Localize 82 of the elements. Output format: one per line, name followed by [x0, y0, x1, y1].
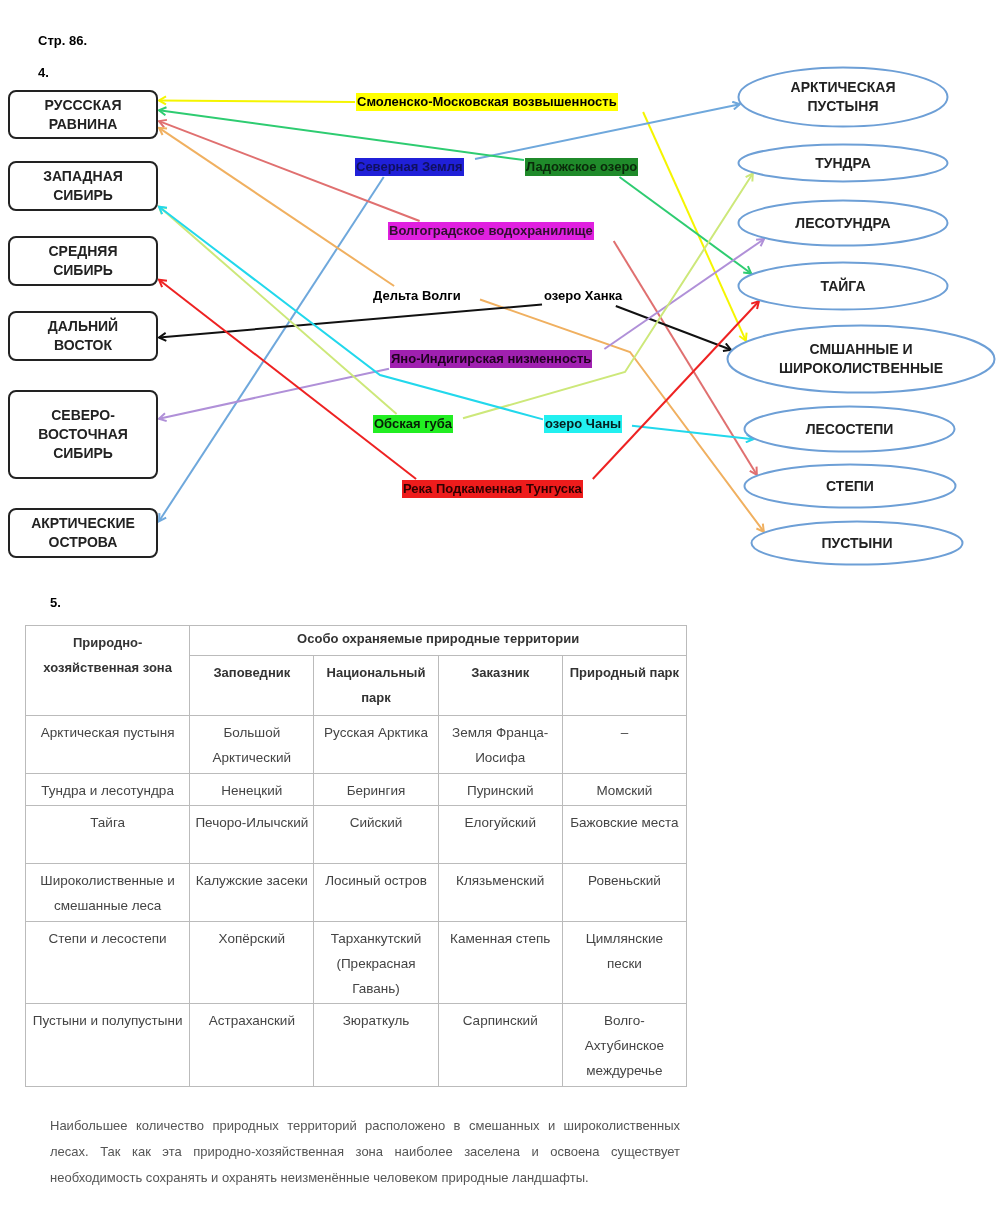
answer-paragraph: Наибольшее количество природных территорий расположено в смешанных и широколиственных лесах. Так как эта природно-хозяйственная зона наиболее заселена и освоена существует необходимость сохранять и охранять неизменённые человеком природные ландшафты.	[50, 1117, 680, 1187]
table-cell: Калужские засеки	[189, 863, 314, 922]
table-cell: Берингия	[313, 773, 439, 806]
connector-arrow	[158, 303, 543, 342]
table-cell: Широколиственные и смешанные леса	[25, 863, 190, 922]
table-cell: Бажовские места	[562, 805, 687, 864]
region-box: СРЕДНЯЯ СИБИРЬ	[8, 236, 158, 286]
table-cell: Цимлянские пески	[562, 921, 687, 1004]
table-cell: Степи и лесостепи	[25, 921, 190, 1004]
table-cell: Арктическая пустыня	[25, 715, 190, 774]
connector-arrow	[474, 100, 741, 160]
table-header-cell: Национальный парк	[313, 655, 439, 716]
region-box: ДАЛЬНИЙ ВОСТОК	[8, 311, 158, 361]
table-header-cell: Природно-хозяйственная зона	[25, 625, 190, 716]
table-cell: Пустыни и полупустыни	[25, 1003, 190, 1087]
table-cell: Земля Франца-Иосифа	[438, 715, 563, 774]
table-cell: Тайга	[25, 805, 190, 864]
place-label: Река Подкаменная Тунгуска	[402, 480, 583, 498]
table-cell: Лосиный остров	[313, 863, 439, 922]
place-label: Волгоградское водохранилище	[388, 222, 594, 240]
table-cell: Ровеньский	[562, 863, 687, 922]
table-header-cell: Заповедник	[189, 655, 314, 716]
connector-arrow	[642, 111, 748, 342]
place-label: Северная Земля	[355, 158, 464, 176]
zone-ellipse: СМШАННЫЕ И ШИРОКОЛИСТВЕННЫЕ	[726, 324, 996, 394]
connector-arrow	[158, 126, 396, 287]
connector-arrow	[591, 300, 760, 480]
table-header-cell: Заказник	[438, 655, 563, 716]
place-label: Смоленско-Московская возвышенность	[356, 93, 618, 111]
table-cell: Волго-Ахтубинское междуречье	[562, 1003, 687, 1087]
table-cell: Клязьменский	[438, 863, 563, 922]
table-cell: Пуринский	[438, 773, 563, 806]
table-cell: Сарпинский	[438, 1003, 563, 1087]
table-cell: Сийский	[313, 805, 439, 864]
table-cell: Астраханский	[189, 1003, 314, 1087]
connector-arrow	[158, 205, 398, 415]
zone-ellipse: ЛЕСОТУНДРА	[737, 199, 949, 247]
table-cell: Каменная степь	[438, 921, 563, 1004]
table-cell: Тундра и лесотундра	[25, 773, 190, 806]
table-cell: Русская Арктика	[313, 715, 439, 774]
table-cell: Зюраткуль	[313, 1003, 439, 1087]
zone-ellipse: ПУСТЫНИ	[750, 520, 964, 566]
zone-ellipse: ЛЕСОСТЕПИ	[743, 405, 956, 453]
region-box: АКРТИЧЕСКИЕ ОСТРОВА	[8, 508, 158, 558]
region-box: ЗАПАДНАЯ СИБИРЬ	[8, 161, 158, 211]
table-cell: Ненецкий	[189, 773, 314, 806]
connector-arrow	[158, 205, 544, 421]
connector-arrow	[158, 106, 525, 162]
connector-arrow	[614, 305, 732, 352]
table-cell: Момский	[562, 773, 687, 806]
table-cell: Печоро-Илычский	[189, 805, 314, 864]
place-label: Ладожское озеро	[525, 158, 639, 176]
connector-arrow	[479, 298, 765, 533]
connector-arrow	[612, 240, 758, 476]
connector-arrow	[462, 172, 754, 420]
region-box: СЕВЕРО-ВОСТОЧНАЯ СИБИРЬ	[8, 390, 158, 479]
place-label: Обская губа	[373, 415, 454, 433]
table-cell: Тарханкутский (Прекрасная Гавань)	[313, 921, 439, 1004]
connector-arrow	[158, 367, 390, 423]
table-cell: Елогуйский	[438, 805, 563, 864]
connector-arrow	[158, 95, 356, 106]
connector-arrow	[158, 118, 421, 222]
task-number: 5.	[50, 594, 61, 612]
region-box: РУСССКАЯ РАВНИНА	[8, 90, 158, 139]
table-header-cell: Особо охраняемые природные территории	[189, 625, 687, 656]
place-label: Яно-Индигирская низменность	[390, 350, 593, 368]
task-number: 4.	[38, 64, 49, 82]
zone-ellipse: СТЕПИ	[743, 463, 957, 509]
connector-arrow	[631, 424, 755, 444]
zone-ellipse: ТАЙГА	[737, 261, 949, 311]
table-header-cell: Природный парк	[562, 655, 687, 716]
table-cell: –	[562, 715, 687, 774]
page-number: Стр. 86.	[38, 32, 87, 50]
connector-arrow	[158, 176, 385, 523]
connector-arrow	[618, 176, 753, 275]
place-label: озеро Чаны	[544, 415, 623, 433]
table-cell: Хопёрский	[189, 921, 314, 1004]
zone-ellipse: ТУНДРА	[737, 143, 949, 183]
connector-arrow	[158, 278, 418, 480]
zone-ellipse: АРКТИЧЕСКАЯ ПУСТЫНЯ	[737, 66, 949, 128]
connector-arrow	[603, 238, 766, 350]
table-cell: Большой Арктический	[189, 715, 314, 774]
